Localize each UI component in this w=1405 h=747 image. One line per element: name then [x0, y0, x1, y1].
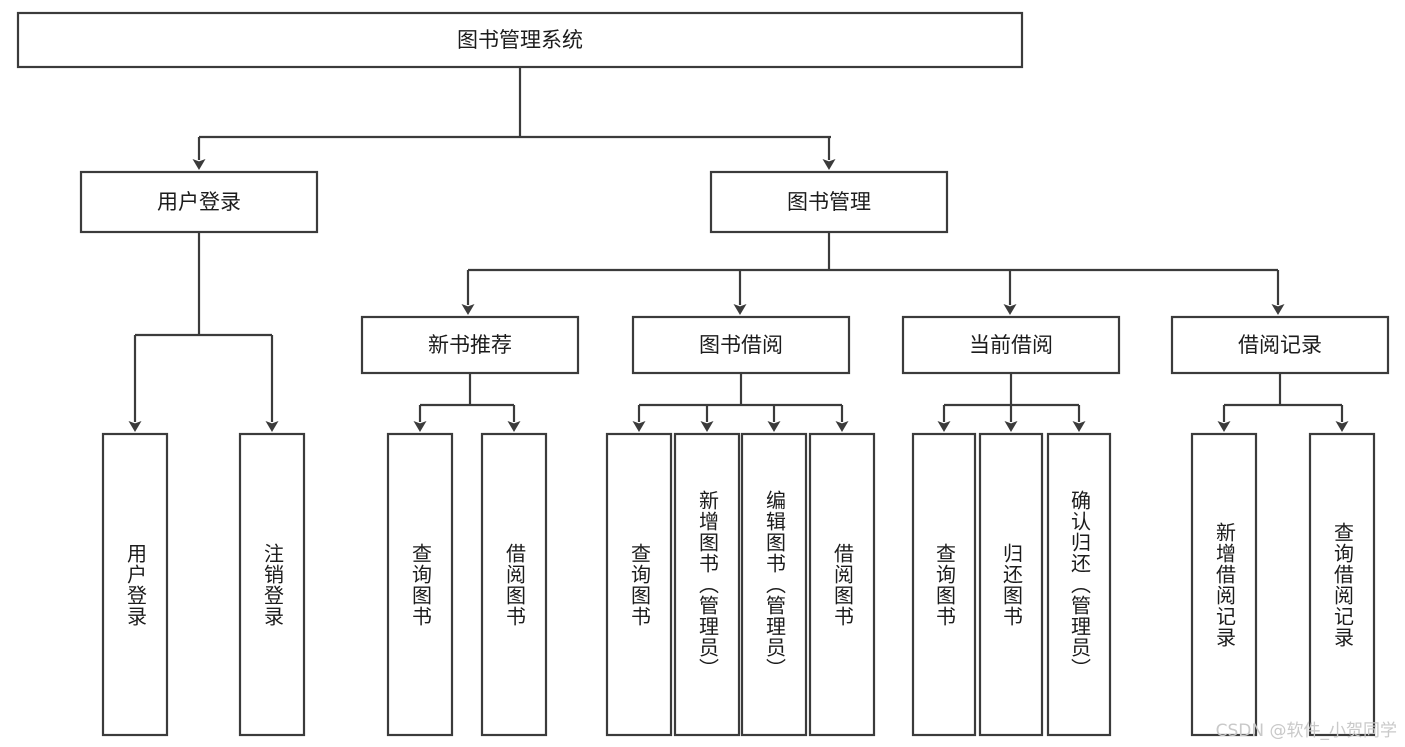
- node-current-borrow-label: 当前借阅: [969, 333, 1053, 357]
- leaf-query-record-box[interactable]: [1308, 432, 1376, 737]
- node-borrow-record[interactable]: 借阅记录: [1170, 315, 1390, 375]
- connector-group-user-login: [128, 232, 279, 432]
- leaf-return-book-box[interactable]: [978, 432, 1044, 737]
- watermark: CSDN @软件_小贺同学: [1215, 721, 1397, 741]
- leaf-query-book-cur-box[interactable]: [911, 432, 977, 737]
- node-book-borrow[interactable]: 图书借阅: [631, 315, 851, 375]
- leaf-add-book-box[interactable]: [673, 432, 741, 737]
- leaf-edit-book-box[interactable]: [740, 432, 808, 737]
- node-book-manage-label: 图书管理: [787, 190, 871, 214]
- node-new-book-rec-label: 新书推荐: [428, 333, 512, 357]
- leaf-query-book-rec-box[interactable]: [386, 432, 454, 737]
- node-root[interactable]: 图书管理系统: [16, 11, 1024, 69]
- node-user-login[interactable]: 用户登录: [79, 170, 319, 234]
- connector-group-new-book-rec: [413, 373, 521, 432]
- node-user-login-label: 用户登录: [157, 190, 241, 214]
- connector-group-borrow-record: [1217, 373, 1349, 432]
- node-new-book-rec-box[interactable]: [360, 315, 580, 375]
- leaf-user-login-box[interactable]: [101, 432, 169, 737]
- leaf-logout-box[interactable]: [238, 432, 306, 737]
- leaf-boxes: [101, 432, 1376, 737]
- leaf-confirm-return-box[interactable]: [1046, 432, 1112, 737]
- node-borrow-record-label: 借阅记录: [1238, 333, 1322, 357]
- node-current-borrow-box[interactable]: [901, 315, 1121, 375]
- leaf-borrow-book-rec-box[interactable]: [480, 432, 548, 737]
- node-user-login-box[interactable]: [79, 170, 319, 234]
- node-book-manage[interactable]: 图书管理: [709, 170, 949, 234]
- connector-group-book-borrow: [632, 373, 849, 432]
- leaf-query-book-box[interactable]: [605, 432, 673, 737]
- connector-group-root: [192, 67, 836, 170]
- node-current-borrow[interactable]: 当前借阅: [901, 315, 1121, 375]
- node-borrow-record-box[interactable]: [1170, 315, 1390, 375]
- leaf-add-record-box[interactable]: [1190, 432, 1258, 737]
- connector-group-book-manage: [461, 232, 1285, 315]
- node-root-box[interactable]: [16, 11, 1024, 69]
- node-new-book-rec[interactable]: 新书推荐: [360, 315, 580, 375]
- leaf-borrow-book-box[interactable]: [808, 432, 876, 737]
- node-book-borrow-box[interactable]: [631, 315, 851, 375]
- node-book-borrow-label: 图书借阅: [699, 333, 783, 357]
- node-book-manage-box[interactable]: [709, 170, 949, 234]
- connector-group-current-borrow: [937, 373, 1086, 432]
- node-root-label: 图书管理系统: [457, 28, 583, 52]
